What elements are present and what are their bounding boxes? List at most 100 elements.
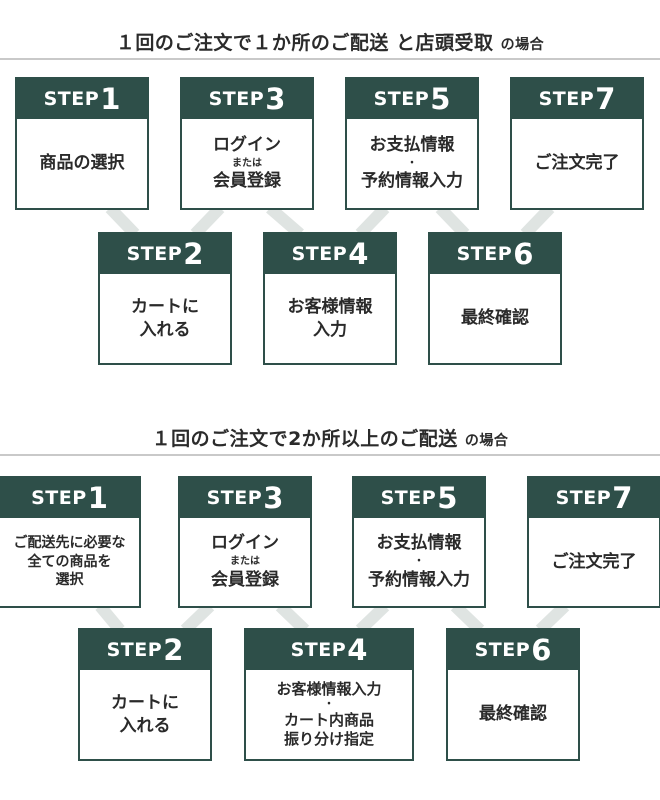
step-number: 7: [595, 82, 616, 116]
step-word: STEP: [126, 243, 183, 265]
step-text-line: 最終確認: [479, 704, 547, 725]
connector-s2-3-4: [275, 601, 310, 635]
connector-3-4: [266, 203, 304, 239]
step-text-line: 予約情報入力: [368, 569, 470, 590]
step-text-line: 入力: [313, 319, 347, 340]
step-text-line: お客様情報: [287, 296, 373, 317]
step-header: STEP 2: [100, 234, 230, 274]
step-number: 7: [612, 481, 633, 515]
connector-s2-5-6: [450, 601, 485, 635]
step-text-line: ・: [407, 157, 417, 169]
step-text-line: ・: [324, 698, 334, 710]
step-header: STEP 5: [354, 478, 484, 518]
step-text-line: お支払情報: [376, 533, 462, 554]
step-number: 4: [347, 633, 368, 667]
section1-title-main: １回のご注文で１か所のご配送: [115, 32, 389, 54]
step-text-line: 選択: [55, 572, 84, 589]
step-number: 5: [437, 481, 458, 515]
step-word: STEP: [538, 88, 595, 110]
step-word: STEP: [31, 487, 87, 509]
step-text-line: または: [232, 157, 262, 169]
step-text-line: ご配送先に必要な: [13, 534, 126, 551]
connector-6-7: [520, 203, 555, 239]
step-text-line: 予約情報入力: [361, 171, 463, 192]
step-description: お支払情報 ・ 予約情報入力: [347, 119, 477, 208]
step-text-line: 会員登録: [211, 569, 279, 590]
section2-title-suffix: の場合: [464, 433, 509, 449]
step-number: 4: [348, 237, 369, 271]
s1-step-6: STEP 6 最終確認: [428, 232, 562, 365]
connector-s2-4-5: [355, 601, 390, 635]
step-word: STEP: [206, 487, 263, 509]
section2-title-main: １回のご注文で2か所以上のご配送: [151, 428, 458, 450]
step-text-line: 全ての商品を: [27, 553, 112, 570]
step-number: 5: [430, 82, 451, 116]
step-number: 6: [531, 633, 552, 667]
step-description: ご注文完了: [512, 119, 642, 208]
step-header: STEP 7: [512, 79, 642, 119]
connector-2-3: [190, 203, 225, 239]
step-header: STEP 6: [430, 234, 560, 274]
step-description: 最終確認: [448, 670, 578, 759]
step-number: 6: [513, 237, 534, 271]
step-description: カートに 入れる: [80, 670, 210, 759]
step-header: STEP 4: [246, 630, 412, 670]
step-description: お客様情報入力 ・ カート内商品 振り分け指定: [246, 670, 412, 759]
step-text-line: 会員登録: [213, 171, 281, 192]
step-word: STEP: [373, 88, 430, 110]
step-description: カートに 入れる: [100, 274, 230, 363]
step-text-line: お客様情報入力: [276, 680, 382, 699]
step-text-line: または: [230, 556, 260, 568]
step-text-line: カート内商品: [283, 711, 374, 730]
connector-s2-6-7: [535, 601, 570, 635]
step-text-line: 最終確認: [461, 308, 529, 329]
s1-step-5: STEP 5 お支払情報 ・ 予約情報入力: [345, 77, 479, 210]
connector-5-6: [435, 203, 470, 239]
step-description: お客様情報 入力: [265, 274, 395, 363]
step-header: STEP 2: [80, 630, 210, 670]
section1-title: １回のご注文で１か所のご配送 と店頭受取 の場合: [0, 28, 660, 55]
s1-step-7: STEP 7 ご注文完了: [510, 77, 644, 210]
step-word: STEP: [208, 88, 265, 110]
s2-step-4: STEP 4 お客様情報入力 ・ カート内商品 振り分け指定: [244, 628, 414, 761]
section1-title-suffix-1: と店頭受取: [396, 32, 494, 54]
step-number: 2: [163, 633, 184, 667]
step-text-line: 入れる: [119, 715, 171, 736]
section1-title-suffix-2: の場合: [500, 37, 545, 53]
step-word: STEP: [106, 639, 163, 661]
step-description: ログイン または 会員登録: [182, 119, 312, 208]
step-header: STEP 3: [182, 79, 312, 119]
s2-step-5: STEP 5 お支払情報 ・ 予約情報入力: [352, 476, 486, 608]
s1-step-3: STEP 3 ログイン または 会員登録: [180, 77, 314, 210]
step-description: お支払情報 ・ 予約情報入力: [354, 518, 484, 606]
step-text-line: ログイン: [211, 533, 279, 554]
connector-4-5: [355, 203, 390, 239]
s2-step-1: STEP 1 ご配送先に必要な 全ての商品を 選択: [0, 476, 141, 608]
section1-rule: [0, 58, 660, 60]
section2-title: １回のご注文で2か所以上のご配送 の場合: [0, 424, 660, 451]
step-word: STEP: [456, 243, 513, 265]
s2-step-6: STEP 6 最終確認: [446, 628, 580, 761]
step-word: STEP: [380, 487, 437, 509]
step-text-line: ・: [414, 556, 424, 568]
step-text-line: 振り分け指定: [283, 730, 374, 749]
s1-step-4: STEP 4 お客様情報 入力: [263, 232, 397, 365]
s2-step-7: STEP 7 ご注文完了: [527, 476, 660, 608]
step-header: STEP 7: [529, 478, 659, 518]
step-description: 最終確認: [430, 274, 560, 363]
connector-1-2: [105, 203, 140, 239]
step-number: 3: [263, 481, 284, 515]
connector-s2-2-3: [180, 601, 215, 635]
step-text-line: 入れる: [139, 319, 191, 340]
step-number: 2: [183, 237, 204, 271]
step-header: STEP 3: [180, 478, 310, 518]
step-word: STEP: [43, 88, 100, 110]
step-number: 1: [87, 481, 108, 515]
s2-step-3: STEP 3 ログイン または 会員登録: [178, 476, 312, 608]
step-word: STEP: [291, 243, 348, 265]
step-text-line: ご注文完了: [551, 551, 637, 572]
step-word: STEP: [290, 639, 347, 661]
step-text-line: お支払情報: [369, 134, 455, 155]
step-word: STEP: [555, 487, 612, 509]
